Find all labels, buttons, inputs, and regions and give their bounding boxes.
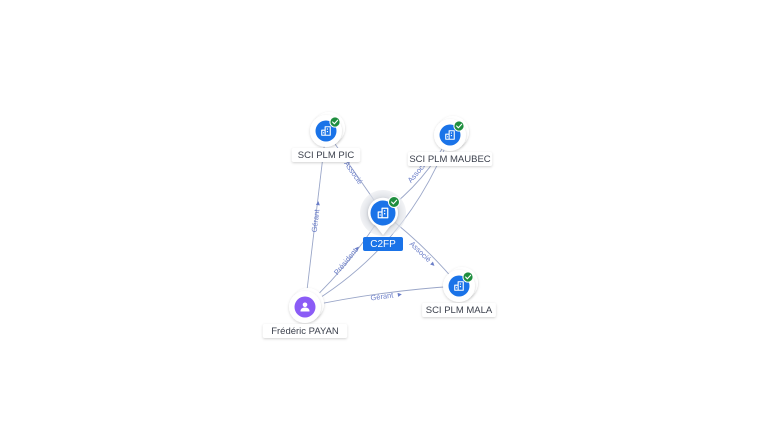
node-label-text: Frédéric PAYAN xyxy=(271,326,339,337)
node-label-text: SCI PLM MAUBEC xyxy=(409,154,490,165)
edge-label: Associé xyxy=(342,159,364,186)
building-icon xyxy=(377,207,389,219)
building-icon xyxy=(321,126,331,136)
person-icon xyxy=(300,302,310,312)
node-payan[interactable]: Frédéric PAYAN xyxy=(262,288,348,338)
edge-arrow-icon xyxy=(354,246,359,251)
node-label: SCI PLM MALA xyxy=(422,303,496,317)
building-icon xyxy=(454,281,464,291)
node-label: SCI PLM PIC xyxy=(291,148,361,162)
node-mala[interactable]: SCI PLM MALA xyxy=(422,267,496,317)
node-label: SCI PLM MAUBEC xyxy=(407,152,493,166)
verified-check-icon xyxy=(462,271,474,283)
node-maubec[interactable]: SCI PLM MAUBEC xyxy=(407,116,493,166)
edge-arrow-icon xyxy=(397,292,402,297)
edge-label: Gérant xyxy=(370,290,395,302)
edge-arrow-icon xyxy=(315,201,320,206)
node-label-text: SCI PLM PIC xyxy=(298,150,355,161)
verified-check-icon xyxy=(388,196,400,208)
verified-check-icon xyxy=(329,116,341,128)
node-pic[interactable]: SCI PLM PIC xyxy=(291,112,361,162)
center-label-text: C2FP xyxy=(370,239,396,250)
nodes-layer: C2FP SCI PLM PIC SCI PLM MAUBEC SCI PLM MAL… xyxy=(262,112,496,338)
edge-label: Gérant xyxy=(310,208,322,233)
node-circle xyxy=(370,200,396,226)
node-label-text: SCI PLM MALA xyxy=(426,305,493,316)
verified-check-icon xyxy=(453,120,465,132)
edge-label: Associé xyxy=(408,239,433,264)
node-c2fp[interactable]: C2FP xyxy=(360,190,406,251)
edge-arrow-icon xyxy=(430,261,435,266)
edge-label: Président xyxy=(332,246,360,277)
center-label-badge: C2FP xyxy=(363,237,403,251)
building-icon xyxy=(445,130,455,140)
node-label: Frédéric PAYAN xyxy=(262,324,348,338)
